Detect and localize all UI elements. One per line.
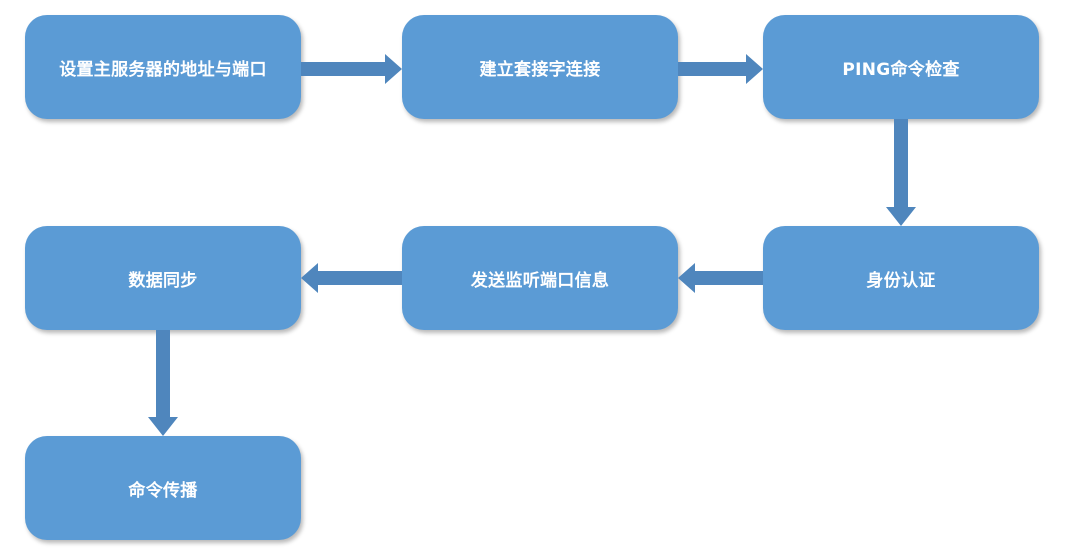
arrow-down-icon <box>148 330 178 436</box>
node-build-socket: 建立套接字连接 <box>402 15 678 119</box>
arrow-down-icon <box>886 119 916 226</box>
arrow-left-icon <box>678 263 763 293</box>
node-label: 设置主服务器的地址与端口 <box>59 59 267 80</box>
node-label: 身份认证 <box>866 270 936 291</box>
node-set-server-address: 设置主服务器的地址与端口 <box>25 15 301 119</box>
node-label: 命令传播 <box>128 480 198 501</box>
arrow-left-icon <box>301 263 402 293</box>
node-data-sync: 数据同步 <box>25 226 301 330</box>
arrow-right-icon <box>301 54 402 84</box>
node-command-propagation: 命令传播 <box>25 436 301 540</box>
node-label: 发送监听端口信息 <box>470 270 610 291</box>
node-label: PING命令检查 <box>842 59 960 80</box>
arrow-right-icon <box>678 54 763 84</box>
node-send-listen-port: 发送监听端口信息 <box>402 226 678 330</box>
node-label: 数据同步 <box>128 270 198 291</box>
node-ping-check: PING命令检查 <box>763 15 1039 119</box>
node-auth: 身份认证 <box>763 226 1039 330</box>
node-label: 建立套接字连接 <box>479 59 601 80</box>
